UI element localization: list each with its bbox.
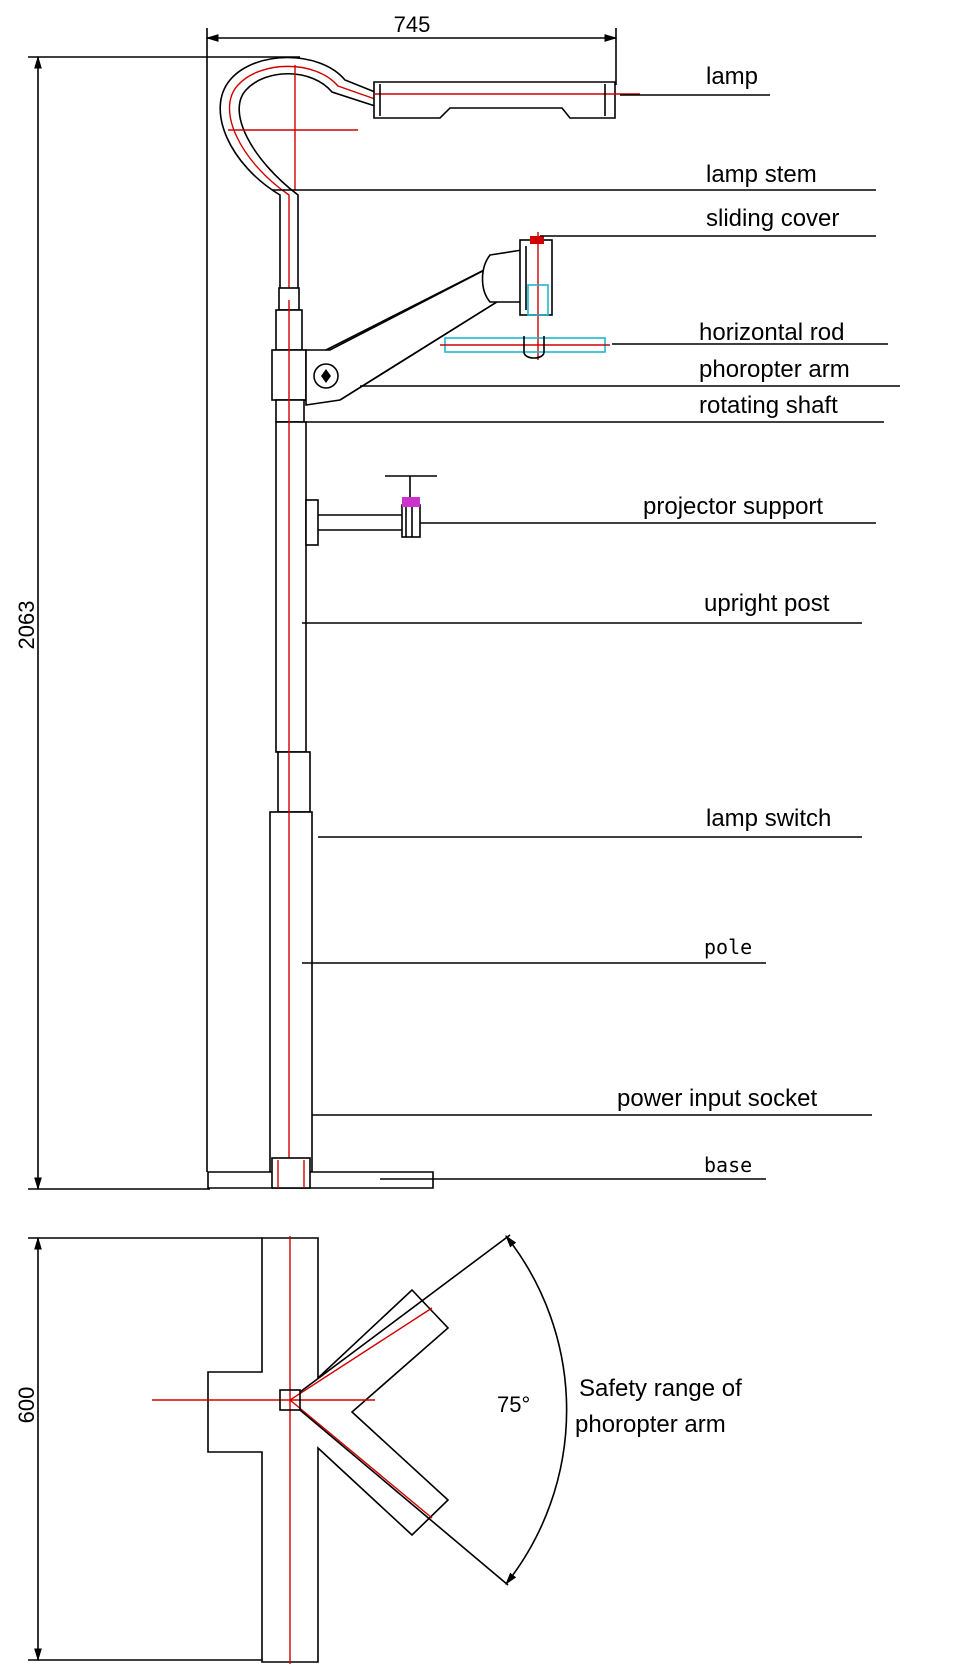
- safety-note: Safety range of phoropter arm: [575, 1375, 742, 1438]
- label-projector-support: projector support: [643, 493, 823, 520]
- horizontal-rod-drawing: [440, 336, 610, 359]
- base-drawing: [207, 1157, 434, 1189]
- base-depth-dimension: 600: [14, 1236, 262, 1662]
- upright-post-drawing: [269, 300, 313, 1188]
- angle-label: 75°: [497, 1392, 530, 1417]
- base-plan-drawing: [152, 1236, 450, 1664]
- lamp-stem-drawing: [219, 56, 376, 300]
- base-depth-label: 600: [14, 1387, 39, 1424]
- label-power-input-socket: power input socket: [617, 1085, 817, 1112]
- label-rotating-shaft: rotating shaft: [699, 392, 838, 419]
- width-dimension-label: 745: [394, 12, 431, 37]
- dimension-width: 745: [205, 12, 618, 190]
- sliding-cover-drawing: [519, 232, 553, 360]
- label-sliding-cover: sliding cover: [706, 205, 839, 232]
- safety-note-line2: phoropter arm: [575, 1411, 726, 1438]
- safety-note-line1: Safety range of: [579, 1375, 742, 1402]
- label-phoropter-arm: phoropter arm: [699, 356, 850, 383]
- label-lamp-switch: lamp switch: [706, 805, 831, 832]
- height-dimension-label: 2063: [14, 601, 39, 650]
- label-base: base: [704, 1153, 752, 1177]
- safety-range-arc: 75°: [299, 1234, 568, 1586]
- phoropter-arm-drawing: [305, 249, 523, 406]
- dimension-height: 2063: [14, 55, 300, 1191]
- label-horizontal-rod: horizontal rod: [699, 319, 844, 346]
- label-lamp: lamp: [706, 63, 758, 90]
- projector-support-drawing: [305, 475, 437, 546]
- callouts: lamp lamp stem sliding cover horizontal …: [272, 63, 900, 1180]
- lamp-head-drawing: [373, 81, 640, 119]
- label-pole: pole: [704, 935, 752, 959]
- label-upright-post: upright post: [704, 590, 830, 617]
- label-lamp-stem: lamp stem: [706, 161, 817, 188]
